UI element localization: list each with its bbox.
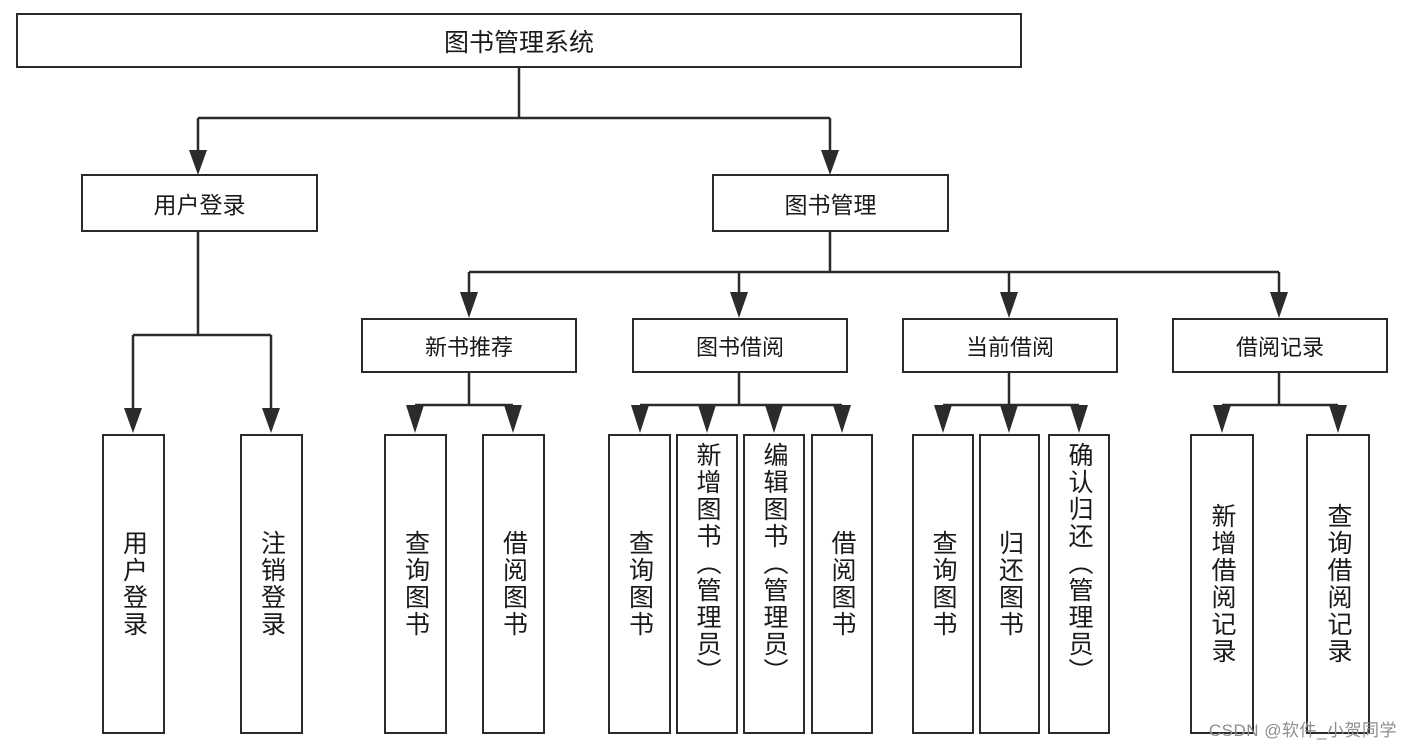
- leaf-current-borrow-query-label: 查询图书: [929, 530, 957, 638]
- node-root[interactable]: 图书管理系统: [16, 13, 1022, 68]
- leaf-book-borrow-query[interactable]: 查询图书: [608, 434, 671, 734]
- leaf-borrow-record-add-label: 新增借阅记录: [1208, 503, 1236, 665]
- arrow-bookborrow-leaf2: [698, 405, 716, 433]
- arrow-new-book: [460, 292, 478, 318]
- arrow-currentborrow-leaf2: [1000, 405, 1018, 433]
- leaf-current-borrow-confirm-label: 确认归还（管理员）: [1065, 442, 1093, 685]
- node-current-borrow[interactable]: 当前借阅: [902, 318, 1118, 373]
- arrow-user-login: [189, 150, 207, 175]
- leaf-current-borrow-query[interactable]: 查询图书: [912, 434, 974, 734]
- arrow-userlogin-leaf1: [124, 408, 142, 433]
- arrow-book-manage: [821, 150, 839, 175]
- leaf-new-book-borrow-label: 借阅图书: [499, 530, 528, 638]
- arrow-book-borrow: [730, 292, 748, 318]
- node-user-login-label: 用户登录: [153, 192, 246, 218]
- arrow-bookborrow-leaf1: [631, 405, 649, 433]
- arrow-currentborrow-leaf3: [1070, 405, 1088, 433]
- leaf-user-login-login-label: 用户登录: [119, 530, 148, 638]
- node-book-borrow-label: 图书借阅: [695, 334, 784, 360]
- arrow-current-borrow: [1000, 292, 1018, 318]
- leaf-current-borrow-return-label: 归还图书: [995, 530, 1024, 638]
- leaf-current-borrow-confirm[interactable]: 确认归还（管理员）: [1048, 434, 1110, 734]
- leaf-current-borrow-return[interactable]: 归还图书: [979, 434, 1040, 734]
- leaf-borrow-record-add[interactable]: 新增借阅记录: [1190, 434, 1254, 734]
- leaf-new-book-borrow[interactable]: 借阅图书: [482, 434, 545, 734]
- leaf-book-borrow-edit[interactable]: 编辑图书（管理员）: [743, 434, 805, 734]
- node-user-login[interactable]: 用户登录: [81, 174, 318, 232]
- node-borrow-record-label: 借阅记录: [1235, 334, 1324, 360]
- leaf-book-borrow-edit-label: 编辑图书（管理员）: [760, 442, 788, 685]
- arrow-bookborrow-leaf4: [833, 405, 851, 433]
- leaf-borrow-record-query[interactable]: 查询借阅记录: [1306, 434, 1370, 734]
- csdn-watermark: CSDN @软件_小贺同学: [1208, 721, 1397, 740]
- node-book-borrow[interactable]: 图书借阅: [632, 318, 848, 373]
- arrow-borrowrecord-leaf1: [1213, 405, 1231, 433]
- node-book-manage[interactable]: 图书管理: [712, 174, 949, 232]
- arrow-userlogin-leaf2: [262, 408, 280, 433]
- arrow-borrow-record: [1270, 292, 1288, 318]
- leaf-book-borrow-borrow-label: 借阅图书: [828, 530, 856, 638]
- arrow-newbook-leaf2: [504, 405, 522, 433]
- node-current-borrow-label: 当前借阅: [965, 334, 1054, 360]
- arrow-bookborrow-leaf3: [765, 405, 783, 433]
- node-book-manage-label: 图书管理: [784, 192, 877, 218]
- node-root-label: 图书管理系统: [443, 28, 594, 57]
- node-borrow-record[interactable]: 借阅记录: [1172, 318, 1388, 373]
- arrow-newbook-leaf1: [406, 405, 424, 433]
- leaf-user-login-logout[interactable]: 注销登录: [240, 434, 303, 734]
- arrow-currentborrow-leaf1: [934, 405, 952, 433]
- leaf-new-book-query[interactable]: 查询图书: [384, 434, 447, 734]
- leaf-book-borrow-add[interactable]: 新增图书（管理员）: [676, 434, 738, 734]
- leaf-user-login-logout-label: 注销登录: [257, 530, 286, 638]
- arrow-borrowrecord-leaf2: [1329, 405, 1347, 433]
- leaf-borrow-record-query-label: 查询借阅记录: [1324, 503, 1352, 665]
- node-new-book-recommend[interactable]: 新书推荐: [361, 318, 577, 373]
- leaf-book-borrow-query-label: 查询图书: [625, 530, 654, 638]
- leaf-new-book-query-label: 查询图书: [401, 530, 430, 638]
- leaf-book-borrow-borrow[interactable]: 借阅图书: [811, 434, 873, 734]
- leaf-user-login-login[interactable]: 用户登录: [102, 434, 165, 734]
- node-new-book-recommend-label: 新书推荐: [424, 334, 513, 360]
- leaf-book-borrow-add-label: 新增图书（管理员）: [693, 442, 721, 685]
